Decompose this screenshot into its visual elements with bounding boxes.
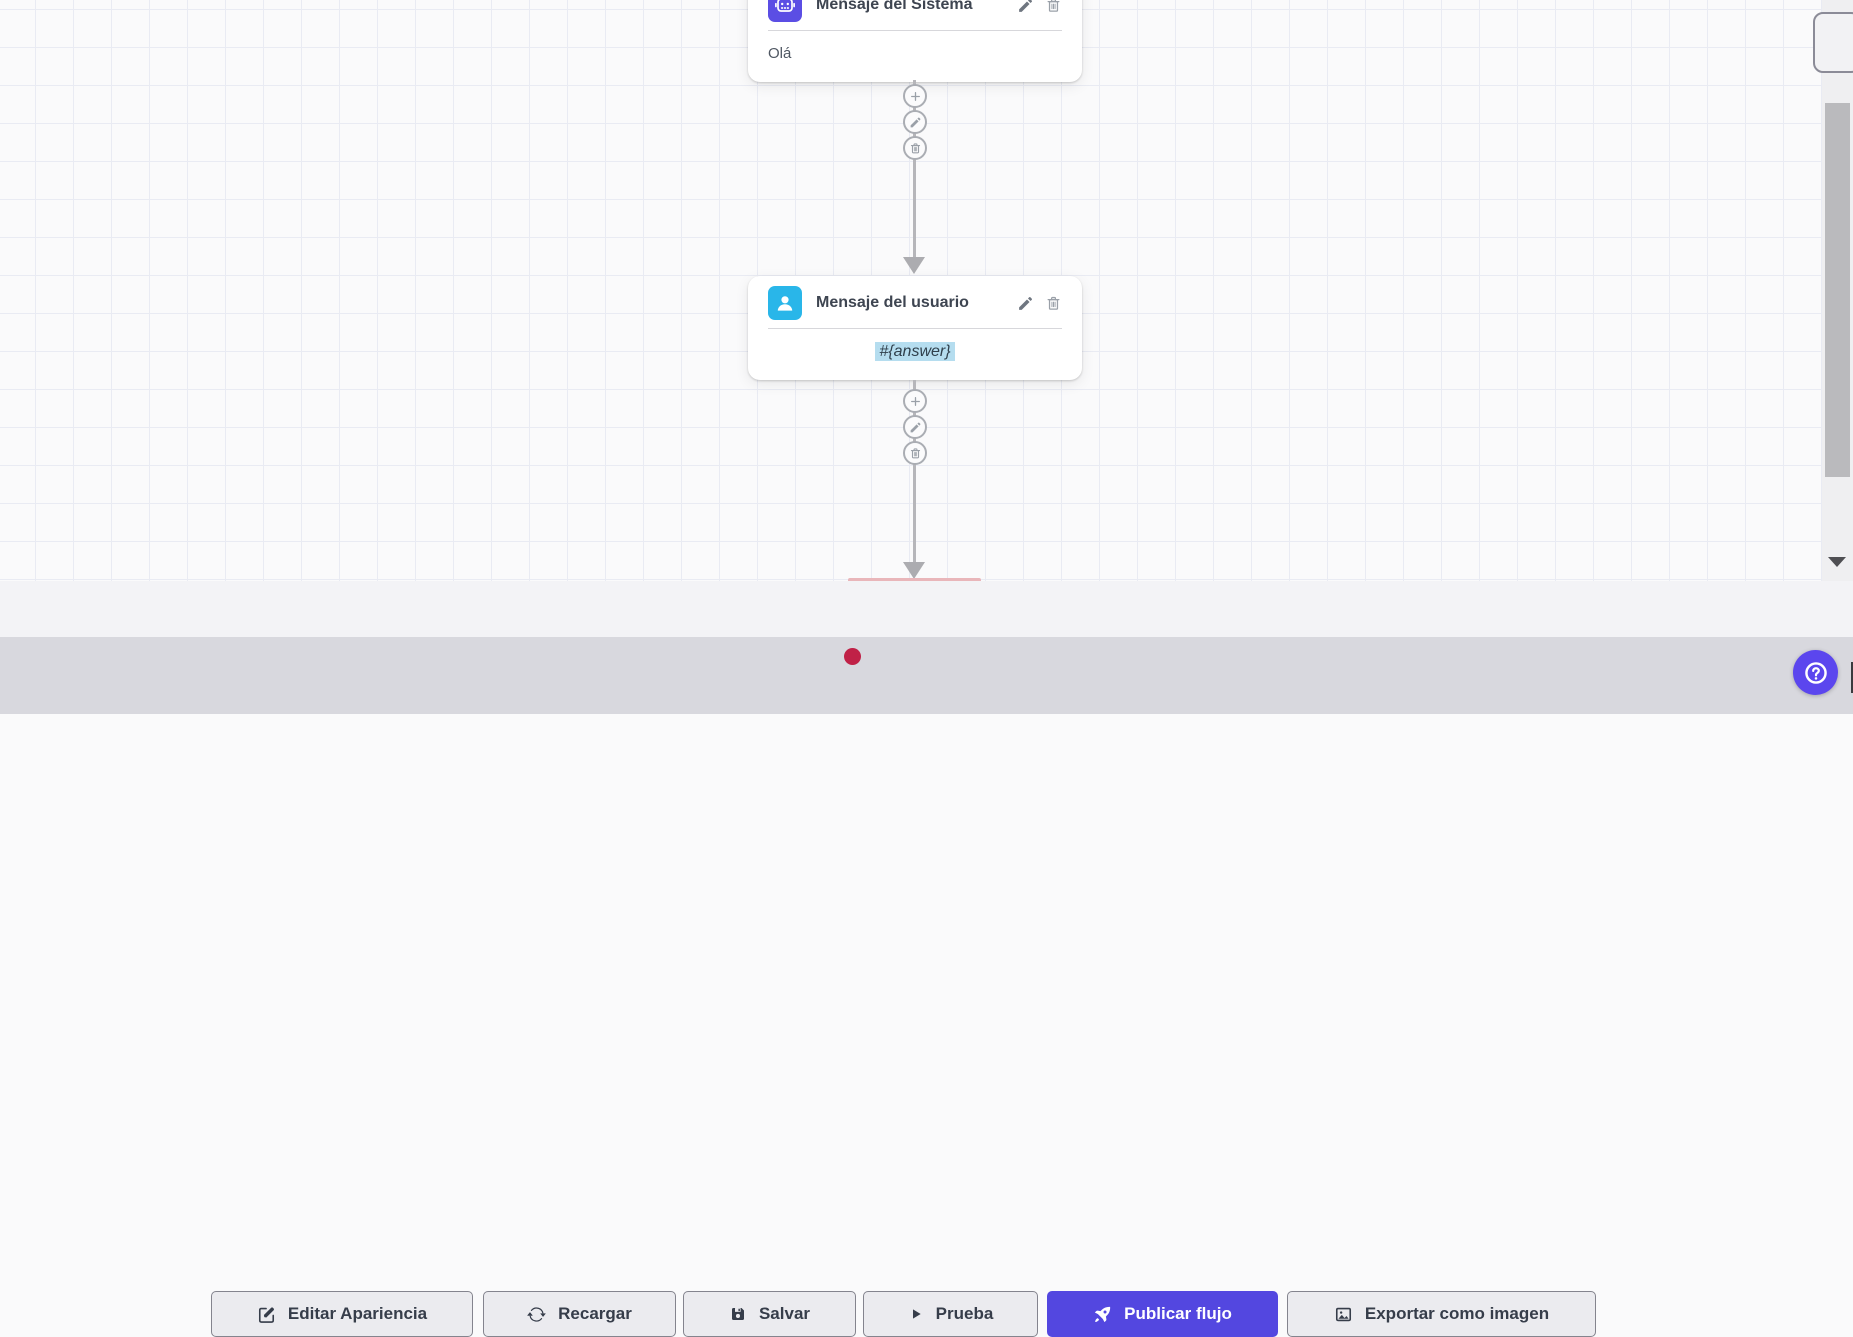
variable-chip[interactable]: #{answer} — [875, 342, 955, 361]
node-header: Mensaje del Sistema — [748, 0, 1082, 30]
pencil-icon[interactable] — [1017, 0, 1034, 14]
add-node-button[interactable] — [903, 84, 927, 108]
node-content[interactable]: Olá — [768, 45, 792, 62]
pencil-icon — [910, 422, 920, 432]
trash-icon — [910, 142, 920, 153]
delete-connection-button[interactable] — [903, 136, 927, 160]
bottom-toolbar: Editar Apariencia Recargar Salvar Prueba… — [0, 637, 1853, 1337]
publish-flow-button[interactable]: Publicar flujo — [1047, 1291, 1278, 1337]
image-icon — [1335, 1307, 1351, 1321]
question-circle-icon — [1804, 661, 1827, 684]
user-icon — [768, 286, 802, 320]
help-button[interactable] — [1793, 650, 1838, 695]
connector-line — [913, 380, 916, 562]
connector-arrowhead — [903, 562, 925, 579]
pencil-icon — [910, 117, 920, 127]
edit-square-icon — [258, 1306, 274, 1323]
edit-connection-button[interactable] — [903, 110, 927, 134]
add-node-button[interactable] — [903, 389, 927, 413]
robot-icon — [768, 0, 802, 22]
export-image-button[interactable]: Exportar como imagen — [1287, 1291, 1596, 1337]
node-divider — [768, 30, 1062, 31]
save-button[interactable]: Salvar — [683, 1291, 856, 1337]
scroll-down-arrow-icon[interactable] — [1828, 557, 1846, 567]
trash-icon — [910, 447, 920, 458]
save-icon — [731, 1308, 744, 1320]
node-system-message[interactable]: Mensaje del Sistema Olá — [748, 0, 1082, 82]
node-actions — [1017, 0, 1062, 14]
delete-connection-button[interactable] — [903, 441, 927, 465]
edit-connection-button[interactable] — [903, 415, 927, 439]
clipped-corner-panel — [1813, 12, 1853, 73]
connector-arrowhead — [903, 257, 925, 274]
node-title: Mensaje del usuario — [816, 294, 969, 311]
connector-line — [913, 80, 916, 258]
pencil-icon[interactable] — [1017, 295, 1034, 312]
plus-icon — [910, 91, 920, 101]
viewport-edge-artifact — [1851, 662, 1853, 693]
node-title: Mensaje del Sistema — [816, 0, 973, 13]
node-header: Mensaje del usuario — [748, 276, 1082, 328]
button-label: Exportar como imagen — [1364, 1304, 1550, 1323]
button-label: Recargar — [558, 1304, 632, 1323]
play-icon — [912, 1309, 921, 1319]
rocket-icon — [1094, 1306, 1111, 1322]
flow-canvas[interactable]: Mensaje del Sistema Olá — [0, 0, 1822, 581]
unsaved-changes-badge — [844, 648, 861, 665]
node-divider — [768, 328, 1062, 329]
refresh-icon — [527, 1306, 546, 1322]
trash-icon[interactable] — [1045, 295, 1062, 312]
test-button[interactable]: Prueba — [863, 1291, 1038, 1337]
next-node-top-edge — [848, 578, 981, 581]
node-user-message[interactable]: Mensaje del usuario #{answer} — [748, 276, 1082, 380]
plus-icon — [910, 396, 920, 406]
reload-button[interactable]: Recargar — [483, 1291, 676, 1337]
button-label: Publicar flujo — [1124, 1304, 1232, 1323]
button-label: Editar Apariencia — [287, 1304, 428, 1323]
button-label: Salvar — [758, 1304, 811, 1323]
vertical-scrollbar-thumb[interactable] — [1825, 103, 1850, 477]
node-actions — [1017, 295, 1062, 312]
button-label: Prueba — [935, 1304, 994, 1323]
edit-appearance-button[interactable]: Editar Apariencia — [211, 1291, 473, 1337]
trash-icon[interactable] — [1045, 0, 1062, 14]
canvas-footer-strip — [0, 581, 1853, 637]
node-content[interactable]: #{answer} — [748, 329, 1082, 380]
